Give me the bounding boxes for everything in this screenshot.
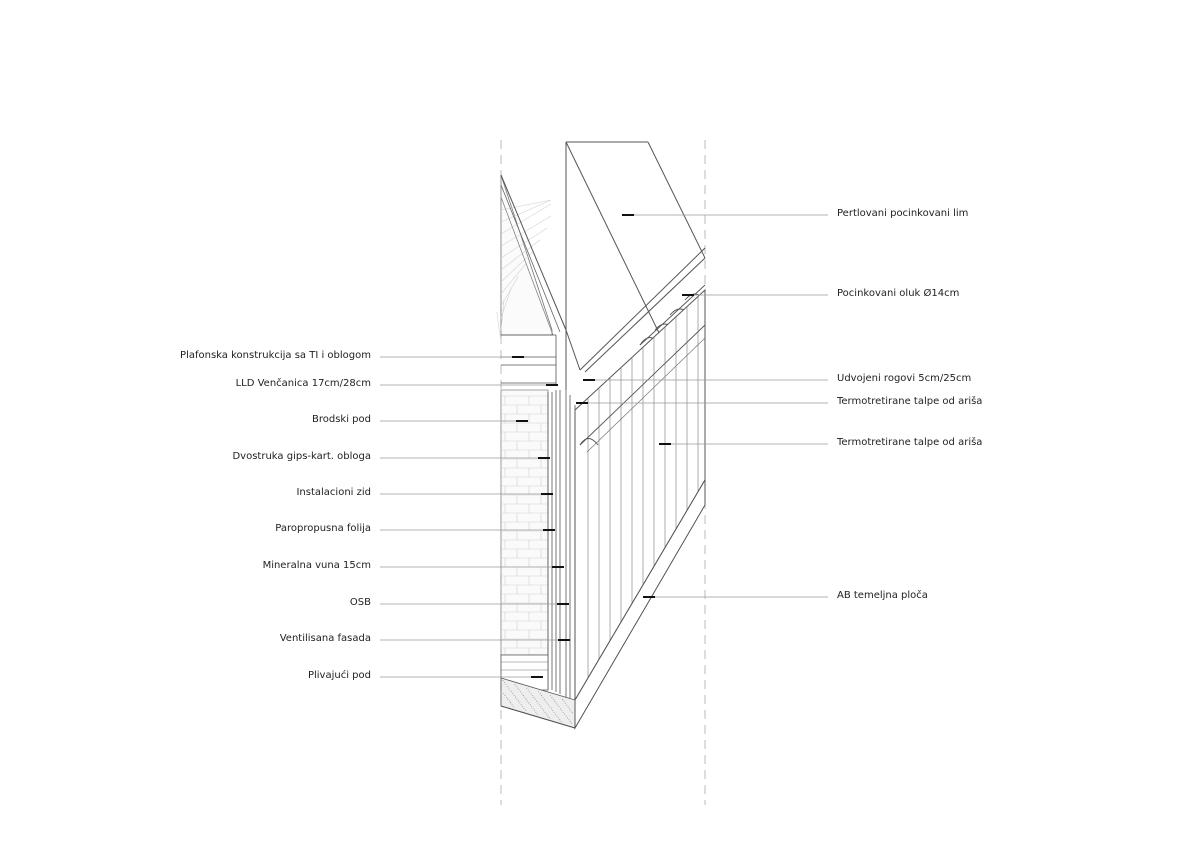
label-rogovi: Udvojeni rogovi 5cm/25cm <box>837 373 972 384</box>
label-temeljna: AB temeljna ploča <box>837 590 928 601</box>
label-plivajuci: Plivajući pod <box>307 670 371 681</box>
inner-wall-hatch <box>500 389 549 657</box>
label-gips: Dvostruka gips-kart. obloga <box>232 451 371 462</box>
label-brodski: Brodski pod <box>312 414 371 425</box>
label-venčanica: LLD Venčanica 17cm/28cm <box>235 378 371 389</box>
label-fasada: Ventilisana fasada <box>279 633 371 644</box>
foundation-slab <box>500 478 706 730</box>
roof-surface <box>565 141 706 373</box>
wall-layers <box>547 388 576 728</box>
label-osb: OSB <box>349 597 371 608</box>
label-folija: Paropropusna folija <box>275 523 371 534</box>
ceiling-hatch <box>496 174 567 390</box>
label-oluk: Pocinkovani oluk Ø14cm <box>837 288 960 299</box>
ceiling-band <box>501 334 556 384</box>
label-talpe2: Termotretirane talpe od ariša <box>837 437 983 448</box>
label-talpe1: Termotretirane talpe od ariša <box>837 396 983 407</box>
leader-lines <box>380 214 828 678</box>
label-vuna: Mineralna vuna 15cm <box>262 560 371 571</box>
label-plafonska: Plafonska konstrukcija sa TI i oblogom <box>180 350 371 361</box>
facade-cladding <box>574 288 706 702</box>
label-lim: Pertlovani pocinkovani lim <box>837 208 969 219</box>
label-instalacioni: Instalacioni zid <box>296 487 371 498</box>
